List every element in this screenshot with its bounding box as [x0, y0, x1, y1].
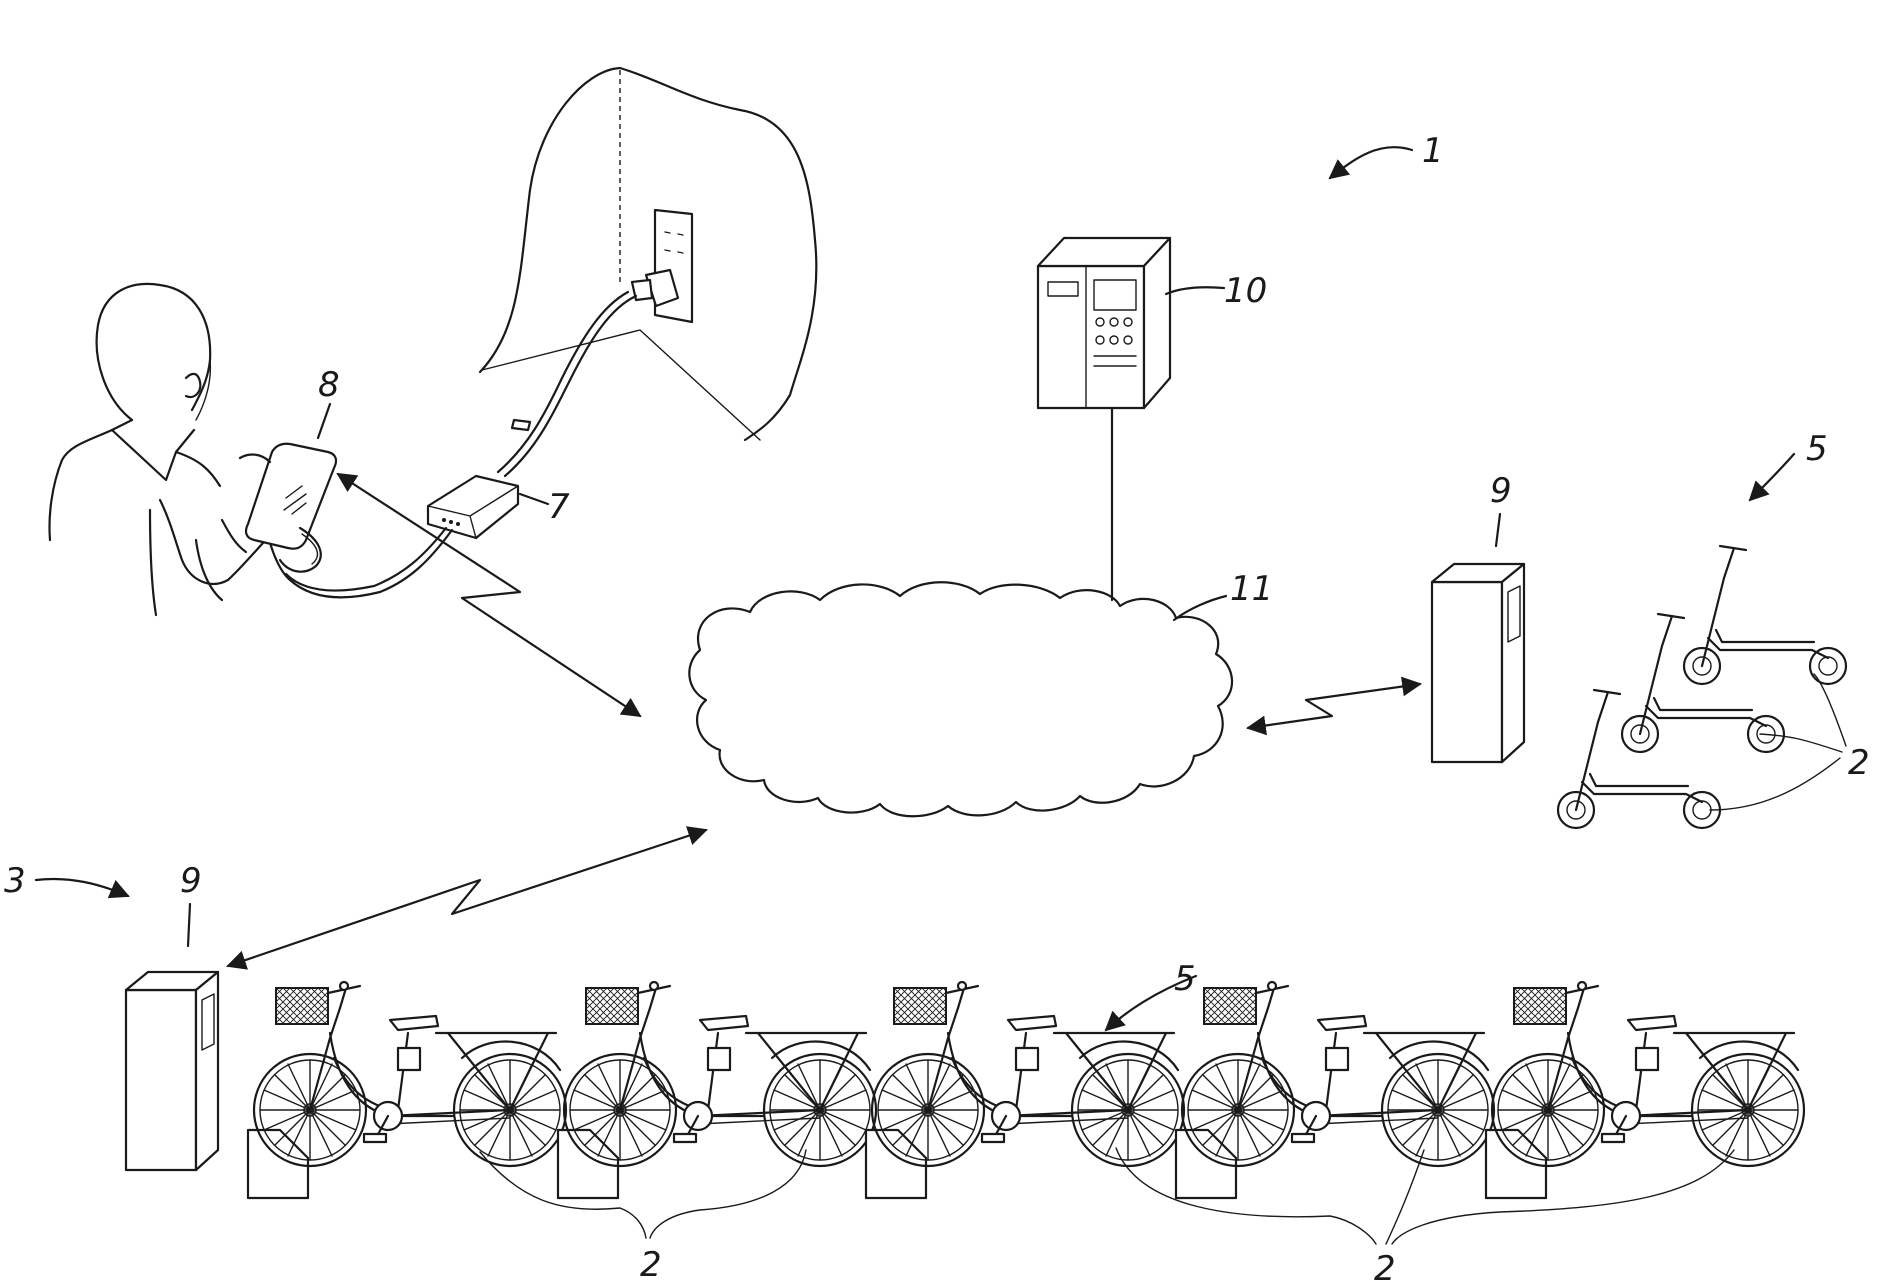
scooter-1	[1684, 546, 1846, 684]
bicycle-area-reference-label: 5	[1174, 959, 1196, 999]
scooter-station: 9 5 2	[1432, 429, 1870, 828]
server-reference-label: 10	[1224, 271, 1267, 311]
bicycle-1	[248, 982, 566, 1198]
station-group-reference-label: 3	[4, 861, 26, 901]
bicycle-vehicle-reference-label-1: 2	[640, 1245, 662, 1285]
station-terminal-left-label: 9	[180, 861, 202, 901]
network-reference-label: 11	[1230, 569, 1273, 609]
charger-device: 7	[262, 292, 636, 597]
bicycle-3	[866, 982, 1184, 1198]
scooter-vehicle-reference-label: 2	[1848, 743, 1870, 783]
bicycle-vehicle-reference-label-2: 2	[1374, 1249, 1396, 1288]
wall-outlet	[480, 68, 816, 440]
system-reference-label: 1	[1422, 131, 1444, 171]
system-label-group: 1	[1330, 131, 1444, 178]
bicycle-4	[1176, 982, 1494, 1198]
bicycle-2	[558, 982, 876, 1198]
user-with-phone: 8	[50, 284, 340, 615]
network-cloud: 11	[689, 569, 1273, 816]
station-terminal-left	[126, 972, 218, 1170]
bicycle-station: 3 9 5 2 2	[4, 861, 1804, 1288]
scooter-area-reference-label: 5	[1806, 429, 1828, 469]
server: 10	[1038, 238, 1267, 600]
wireless-links	[228, 474, 1420, 966]
charger-reference-label: 7	[548, 487, 570, 527]
station-terminal-right	[1432, 564, 1524, 762]
station-terminal-right-label: 9	[1490, 471, 1512, 511]
bicycle-5	[1486, 982, 1804, 1198]
user-terminal-reference-label: 8	[318, 365, 340, 405]
